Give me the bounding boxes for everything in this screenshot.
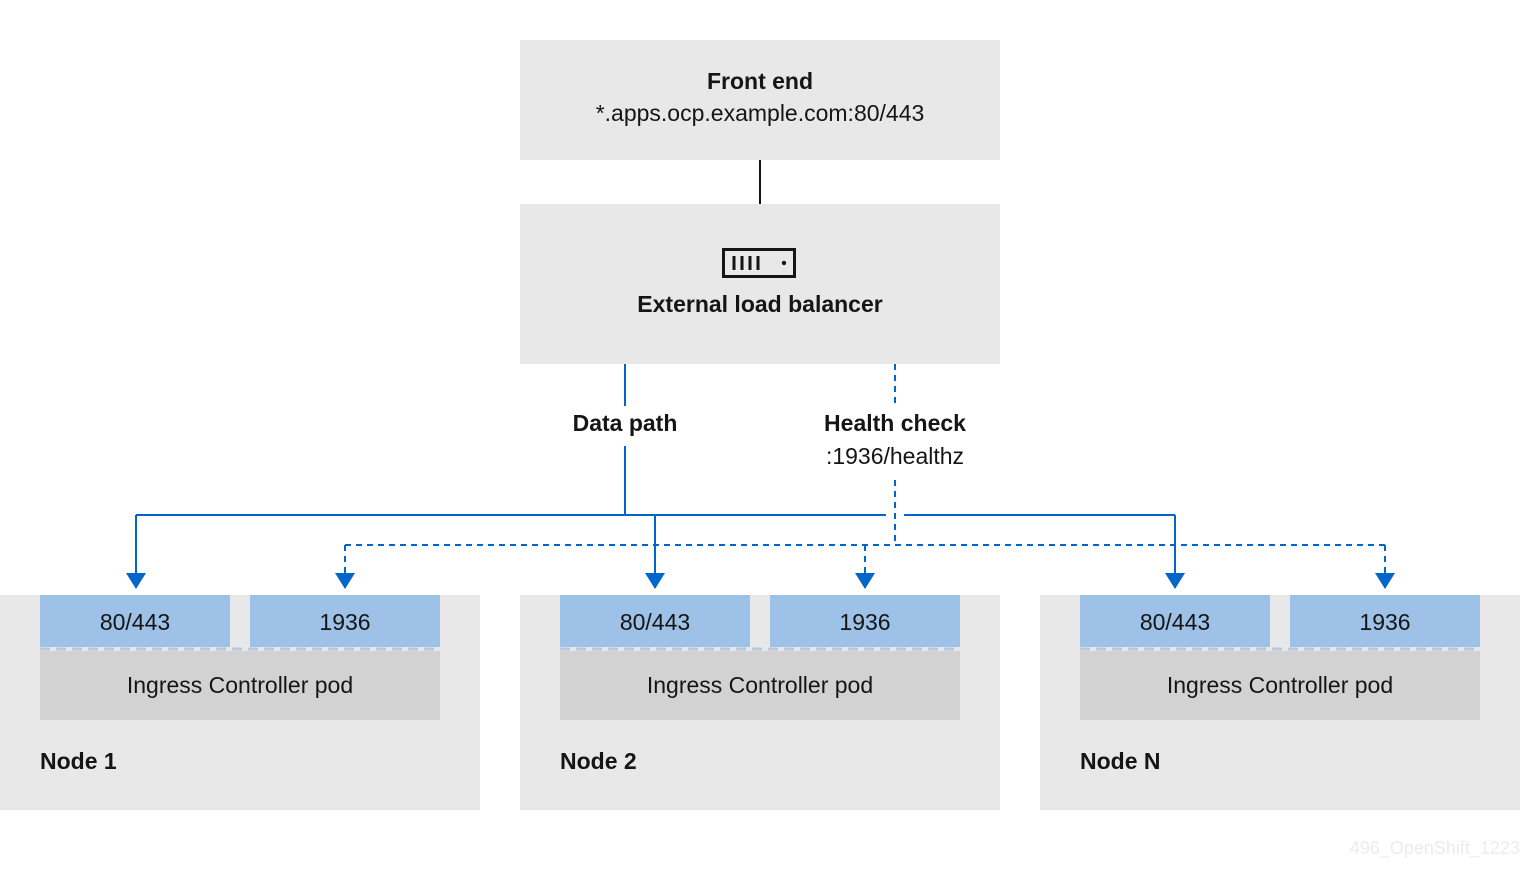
health-check-path: :1936/healthz [815,443,975,470]
node-label: Node 2 [560,748,637,774]
node-1: 80/443 1936 Ingress Controller pod Node … [0,595,480,810]
watermark: 496_OpenShift_1223 [1349,838,1520,858]
port-pod-divider [560,647,960,651]
port-80-443: 80/443 [1080,595,1270,647]
front-end-address: *.apps.ocp.example.com:80/443 [595,100,925,126]
load-balancer-box: External load balancer [520,204,1000,364]
port-1936: 1936 [250,595,440,647]
data-path-label: Data path [560,410,690,437]
load-balancer-icon [722,248,796,278]
health-check-lines [344,364,1386,576]
port-pod-divider [40,647,440,651]
ingress-controller-pod: Ingress Controller pod [1080,651,1480,720]
front-end-title: Front end [706,68,814,94]
port-80-443: 80/443 [40,595,230,647]
data-path-lines [135,364,1176,576]
port-80-443: 80/443 [560,595,750,647]
port-1936: 1936 [1290,595,1480,647]
ingress-controller-pod: Ingress Controller pod [560,651,960,720]
node-2: 80/443 1936 Ingress Controller pod Node … [520,595,1000,810]
node-n: 80/443 1936 Ingress Controller pod Node … [1040,595,1520,810]
front-end-box: Front end *.apps.ocp.example.com:80/443 [520,40,1000,160]
health-check-label: Health check [815,410,975,437]
load-balancer-title: External load balancer [637,291,883,317]
health-check-arrowheads [335,573,1395,589]
node-label: Node N [1080,748,1161,774]
port-pod-divider [1080,647,1480,651]
data-path-arrowheads [126,573,1185,589]
node-label: Node 1 [40,748,117,774]
port-1936: 1936 [770,595,960,647]
ingress-controller-pod: Ingress Controller pod [40,651,440,720]
